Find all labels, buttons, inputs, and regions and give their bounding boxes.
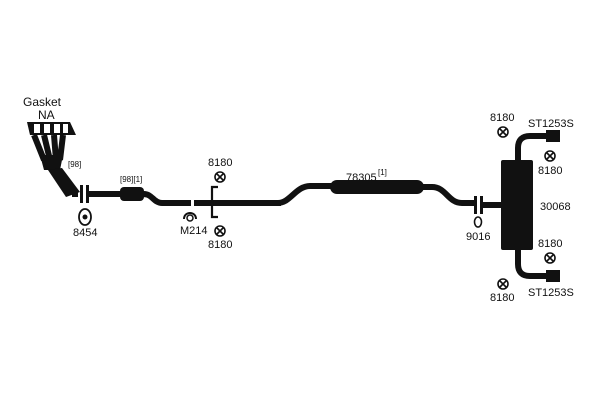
exhaust-tip-icon (546, 130, 560, 142)
muffler-hanger-upper-top-label: 8180 (490, 112, 514, 124)
gasket-ring-icon (78, 208, 92, 226)
muffler-hanger-upper-side-label: 8180 (538, 165, 562, 177)
front-gasket-label: 8454 (73, 227, 97, 239)
tailpipe-lower-label: ST1253S (528, 287, 574, 299)
front-pipe-ref-label: [98][1] (120, 175, 142, 184)
hanger-icon (214, 225, 226, 237)
gasket-label: Gasket (23, 95, 62, 109)
gasket-ring-icon (473, 216, 483, 228)
resonator-ref-label: [1] (378, 168, 387, 177)
clamp-icon (183, 212, 197, 222)
hanger-bottom-label: 8180 (208, 239, 232, 251)
hanger-icon (497, 278, 509, 290)
exhaust-manifold (27, 122, 80, 197)
rear-flange (474, 196, 503, 214)
hanger-icon (544, 150, 556, 162)
rear-gasket-label: 9016 (466, 231, 490, 243)
muffler-hanger-lower-bottom-label: 8180 (490, 292, 514, 304)
hanger-icon (497, 126, 509, 138)
muffler (501, 133, 549, 279)
hanger-icon (544, 252, 556, 264)
clamp-label: M214 (180, 225, 208, 237)
hanger-icon (214, 171, 226, 183)
hanger-top-label: 8180 (208, 157, 232, 169)
na-label: NA (38, 108, 55, 122)
resonator-part-label: 78305 (346, 172, 377, 184)
intermediate-pipe (194, 183, 333, 219)
front-pipe (80, 185, 191, 206)
manifold-ref-label: [98] (68, 160, 81, 169)
exhaust-tip-icon (546, 270, 560, 282)
muffler-part-label: 30068 (540, 201, 571, 213)
tailpipe-upper-label: ST1253S (528, 118, 574, 130)
muffler-hanger-lower-side-label: 8180 (538, 238, 562, 250)
resonator (330, 180, 475, 206)
